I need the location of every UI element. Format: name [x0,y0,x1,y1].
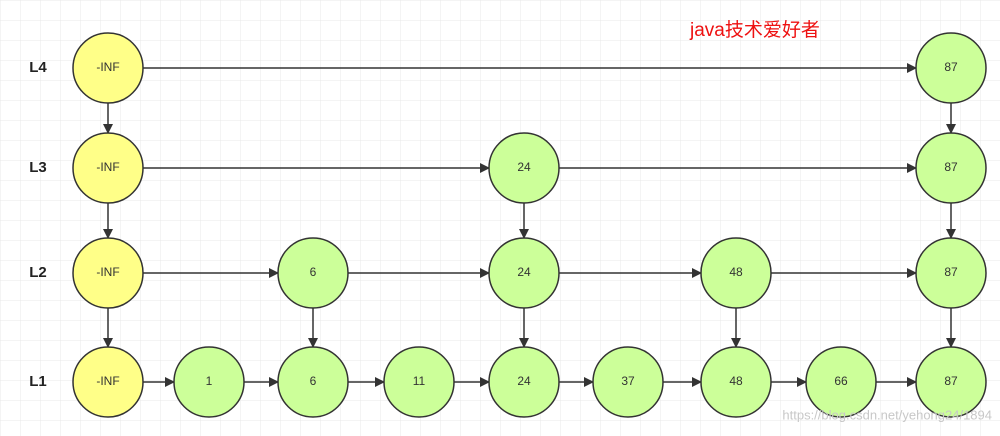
head-node-l2-0: -INF [72,237,144,309]
node-value: -INF [96,160,119,174]
node-l1-1: 1 [173,346,245,418]
node-circle [700,346,772,418]
node-circle [173,346,245,418]
node-value: -INF [96,374,119,388]
head-node-l4-0: -INF [72,32,144,104]
node-circle [700,237,772,309]
node-value: 66 [834,374,848,388]
node-value: 87 [944,265,958,279]
node-circle [72,132,144,204]
node-value: 87 [944,160,958,174]
node-circle [383,346,455,418]
node-l2-4: 87 [915,237,987,309]
node-circle [915,237,987,309]
node-value: 87 [944,60,958,74]
level-labels: L4 L3 L2 L1 [29,59,47,390]
node-value: 11 [413,374,426,388]
node-circle [488,346,560,418]
node-circle [915,132,987,204]
node-l1-5: 37 [592,346,664,418]
head-node-l3-0: -INF [72,132,144,204]
node-circle [277,346,349,418]
node-l2-3: 48 [700,237,772,309]
node-value: 6 [310,374,317,388]
node-value: 1 [206,374,213,388]
level-label-l2: L2 [29,264,47,281]
watermark: https://blog.csdn.net/yehong24/1894 [782,407,992,422]
node-l1-3: 11 [383,346,455,418]
node-circle [592,346,664,418]
node-value: 6 [310,265,317,279]
node-circle [277,237,349,309]
node-value: 48 [729,265,743,279]
node-circle [805,346,877,418]
node-circle [915,346,987,418]
node-circle [72,237,144,309]
node-value: -INF [96,60,119,74]
nodes-layer: -INF 87 -INF 24 87 -INF 6 24 48 87 -INF 1 6 11 24 37 48 6… [72,32,987,418]
node-value: 24 [517,160,531,174]
node-l3-2: 87 [915,132,987,204]
node-value: 24 [517,374,531,388]
node-l1-2: 6 [277,346,349,418]
node-value: 37 [621,374,635,388]
node-l1-6: 48 [700,346,772,418]
node-value: 24 [517,265,531,279]
node-circle [72,32,144,104]
level-label-l1: L1 [29,373,47,390]
node-l2-2: 24 [488,237,560,309]
level-label-l3: L3 [29,159,47,176]
node-value: 87 [944,374,958,388]
brand-title: java技术爱好者 [689,19,820,41]
node-l2-1: 6 [277,237,349,309]
node-circle [72,346,144,418]
node-value: -INF [96,265,119,279]
node-circle [915,32,987,104]
node-l3-1: 24 [488,132,560,204]
node-l1-4: 24 [488,346,560,418]
node-l1-8: 87 [915,346,987,418]
node-circle [488,237,560,309]
level-label-l4: L4 [29,59,47,76]
node-value: 48 [729,374,743,388]
links-layer [103,63,956,387]
node-l4-1: 87 [915,32,987,104]
head-node-l1-0: -INF [72,346,144,418]
node-l1-7: 66 [805,346,877,418]
node-circle [488,132,560,204]
